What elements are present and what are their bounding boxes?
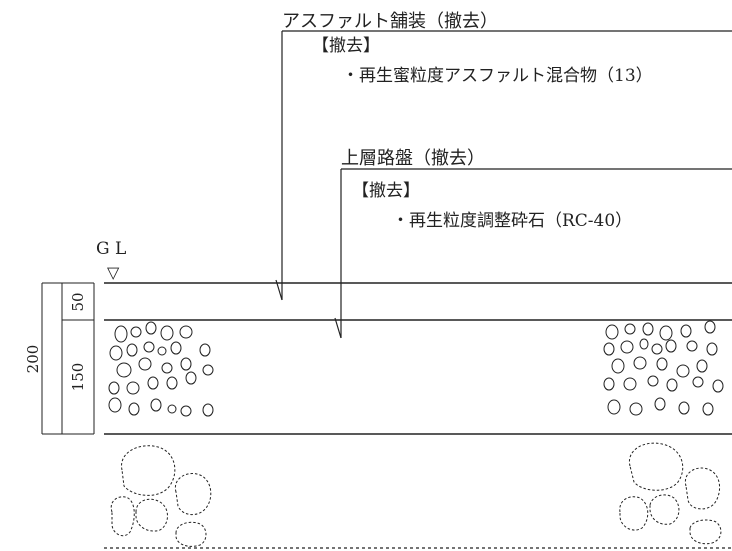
subgrade-boulders-right	[619, 442, 722, 545]
ground-level-symbol: ▽	[107, 263, 120, 282]
dimension-total: 200	[24, 345, 42, 374]
base-section-label: 【撤去】	[352, 181, 420, 201]
asphalt-material-text: ・再生蜜粒度アスファルト混合物（13）	[342, 66, 653, 86]
aggregate-pattern-left	[108, 321, 214, 417]
dimension-box	[41, 282, 95, 435]
asphalt-section-label: 【撤去】	[312, 36, 380, 56]
subgrade-boulders-left	[110, 445, 212, 547]
aggregate-pattern-right	[603, 320, 724, 416]
dimension-base: 150	[69, 363, 87, 392]
dimension-surface: 50	[69, 292, 87, 311]
base-leader-tick	[334, 317, 342, 339]
ground-level-label: G L	[96, 239, 126, 259]
asphalt-callout-title: アスファルト舗装（撤去）	[282, 11, 498, 32]
base-callout-title: 上層路盤（撤去）	[341, 148, 485, 169]
base-material-text: ・再生粒度調整砕石（RC-40）	[392, 211, 632, 231]
